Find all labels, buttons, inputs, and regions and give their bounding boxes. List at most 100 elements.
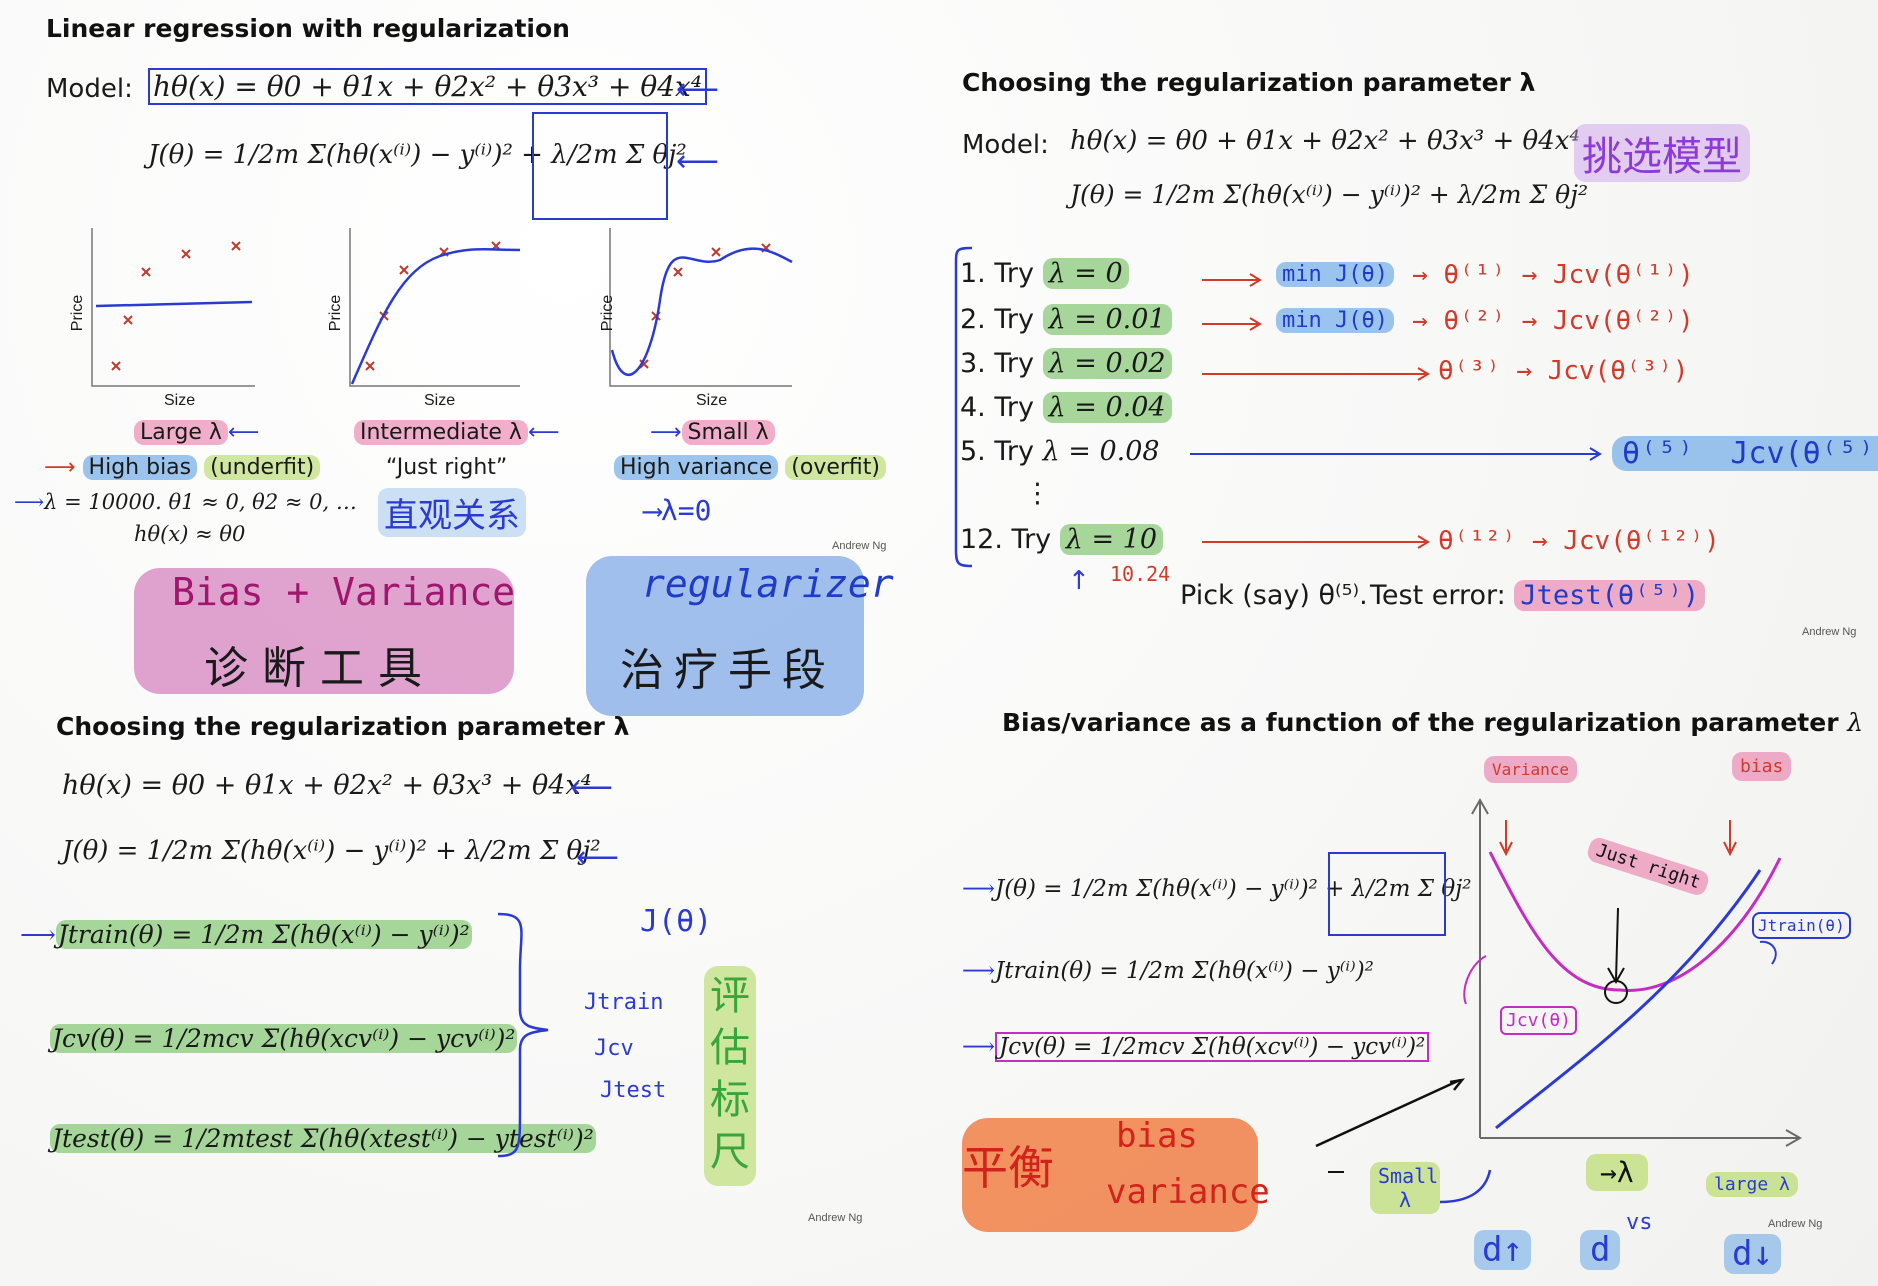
q2-theta-1: → θ⁽¹⁾ → Jcv(θ⁽¹⁾)	[1412, 260, 1694, 290]
q2-try-num: 1.	[960, 258, 986, 289]
q2-try-word: Try	[994, 304, 1034, 335]
q2-try-lambda: λ = 0.08	[1042, 436, 1160, 467]
q1-model-box: hθ(x) = θ0 + θ1x + θ2x² + θ3x³ + θ4x⁴	[148, 68, 708, 105]
q2-try-num: 12.	[960, 524, 1003, 555]
q2-try-row-4: 4. Try λ = 0.04	[960, 392, 1172, 423]
q3-jtest-note: Jtest	[600, 1078, 667, 1103]
q2-min-j-2: min J(θ)	[1276, 308, 1394, 333]
q3-jcv-note: Jcv	[594, 1036, 634, 1061]
d-mid-tag: d	[1580, 1230, 1621, 1270]
q2-theta-text: θ⁽⁵⁾	[1622, 436, 1695, 471]
q4-credit: Andrew Ng	[1768, 1218, 1823, 1230]
pick-model-note: 挑选模型	[1574, 124, 1750, 182]
q2-theta-text: θ⁽³⁾	[1438, 356, 1501, 386]
d-down-tag: d↓	[1724, 1234, 1781, 1274]
q2-up-arrow: ↑	[1068, 566, 1090, 596]
q4-cost-text: J(θ) = 1/2m Σ(hθ(x⁽ⁱ⁾) − y⁽ⁱ⁾)² + λ/2m Σ…	[994, 876, 1472, 902]
small-lambda-tag: Small λ	[1370, 1162, 1440, 1214]
q1-cost-arrow: ⟵	[676, 144, 720, 179]
mid-lambda-text: λ	[1616, 1156, 1634, 1189]
q2-test-error-label: Test error:	[1370, 580, 1506, 611]
q4-optimum-marker	[1604, 980, 1628, 1004]
q2-left-bracket	[954, 246, 973, 568]
q2-model-formula: hθ(x) = θ0 + θ1x + θ2x² + θ3x³ + θ4x⁴	[1070, 126, 1580, 156]
q3-title: Choosing the regularization parameter λ	[56, 712, 630, 741]
vs-tag: vs	[1626, 1210, 1653, 1235]
large-lambda-tag: large λ	[1706, 1172, 1798, 1197]
q1-h-approx: hθ(x) ≈ θ0	[134, 522, 246, 546]
q2-arrows	[1190, 273, 1602, 549]
balance-variance: variance	[1106, 1172, 1270, 1212]
variance-tag: Variance	[1484, 756, 1578, 783]
balance-note: 平衡	[962, 1141, 1054, 1195]
q1-model-label: Model:	[46, 74, 133, 104]
q2-try-word: Try	[1011, 524, 1052, 555]
q2-vertical-dots: ⋮	[1024, 478, 1051, 509]
bias-variance-note-bg	[134, 568, 514, 694]
q3-right-brace	[497, 912, 549, 1158]
q2-try-num: 2.	[960, 304, 986, 335]
q3-jcv-text: Jcv(θ) = 1/2mcv Σ(hθ(xcv⁽ⁱ⁾) − ycv⁽ⁱ⁾)²	[50, 1024, 518, 1053]
q1-lambda-zero-note: ⟶λ=0	[644, 494, 712, 527]
q4-title-text: Bias/variance as a function of the regul…	[1002, 708, 1839, 737]
q4-jcv-text: Jcv(θ) = 1/2mcv Σ(hθ(xcv⁽ⁱ⁾) − ycv⁽ⁱ⁾)²	[994, 1032, 1430, 1062]
q1-plot1-xlabel: Size	[164, 392, 196, 409]
q2-try-lambda: λ = 0	[1042, 258, 1129, 289]
q3-jtest: Jtest(θ) = 1/2mtest Σ(hθ(xtest⁽ⁱ⁾) − yte…	[50, 1124, 596, 1153]
q3-j-note: J(θ)	[640, 904, 713, 939]
q1-high-variance: High variance (overfit)	[614, 455, 886, 480]
q3-jtrain: ⟶Jtrain(θ) = 1/2m Σ(hθ(x⁽ⁱ⁾) − y⁽ⁱ⁾)²	[20, 920, 472, 949]
q1-lambda-zero-text: λ=0	[660, 494, 712, 527]
q2-min-j-1: min J(θ)	[1276, 262, 1394, 287]
q2-theta-3: θ⁽³⁾ → Jcv(θ⁽³⁾)	[1438, 356, 1689, 386]
q2-theta-text: θ⁽¹²⁾	[1438, 526, 1517, 556]
q1-plot2-xlabel: Size	[424, 392, 456, 409]
q3-model-formula: hθ(x) = θ0 + θ1x + θ2x² + θ3x³ + θ4x⁴	[62, 770, 592, 801]
q2-try-word: Try	[994, 436, 1034, 467]
q2-try-num: 5.	[960, 436, 986, 467]
bias-variance-note: Bias + Variance	[172, 570, 516, 614]
q1-fit-plots	[91, 228, 793, 387]
balance-note-bg	[962, 1118, 1258, 1232]
q1-cost-text: J(θ) = 1/2m Σ(hθ(x⁽ⁱ⁾) − y⁽ⁱ⁾)² + λ/2m Σ…	[148, 140, 687, 170]
q3-credit: Andrew Ng	[808, 1212, 863, 1224]
d-up-tag: d↑	[1474, 1230, 1531, 1270]
q2-try-row-2: 2. Try λ = 0.01	[960, 304, 1172, 335]
q3-jtrain-text: Jtrain(θ) = 1/2m Σ(hθ(x⁽ⁱ⁾) − y⁽ⁱ⁾)²	[55, 920, 472, 949]
q2-theta-12: θ⁽¹²⁾ → Jcv(θ⁽¹²⁾)	[1438, 526, 1720, 556]
q1-high-bias: ⟶ High bias (underfit)	[44, 455, 321, 480]
q2-pick: Pick (say) θ⁽⁵⁾.	[1180, 580, 1368, 611]
q2-jcv-text: Jcv(θ⁽¹⁾)	[1552, 260, 1694, 290]
q1-regularizer-box	[532, 112, 668, 220]
q2-try-row-1: 1. Try λ = 0	[960, 258, 1129, 289]
q4-bias-variance-graph	[1315, 797, 1803, 1204]
q2-try-lambda: λ = 0.02	[1042, 348, 1172, 379]
q1-credit: Andrew Ng	[832, 540, 887, 552]
q4-regularizer-box	[1328, 852, 1446, 936]
q2-theta-5: θ⁽⁵⁾ Jcv(θ⁽⁵⁾)	[1612, 436, 1878, 471]
q4-jcv-curve	[1488, 851, 1782, 992]
q2-min-j-text: min J(θ)	[1276, 308, 1394, 333]
q2-jcv-text: Jcv(θ⁽²⁾)	[1552, 306, 1694, 336]
q1-cost-formula: J(θ) = 1/2m Σ(hθ(x⁽ⁱ⁾) − y⁽ⁱ⁾)² + λ/2m Σ…	[148, 140, 687, 170]
q2-note-1024: 10.24	[1110, 562, 1171, 586]
q1-small-lambda: ⟶Small λ	[650, 420, 775, 445]
q3-jtrain-note: Jtrain	[584, 990, 664, 1015]
q2-jcv-text: Jcv(θ⁽³⁾)	[1547, 356, 1689, 386]
q2-theta-2: → θ⁽²⁾ → Jcv(θ⁽²⁾)	[1412, 306, 1694, 336]
q2-theta-text: θ⁽¹⁾	[1443, 260, 1506, 290]
q1-model-formula: hθ(x) = θ0 + θ1x + θ2x² + θ3x³ + θ4x⁴	[148, 68, 708, 105]
q1-plot3-ylabel: Price	[599, 294, 617, 332]
bias-tag: bias	[1732, 752, 1792, 781]
q2-try-row-5: 5. Try λ = 0.08	[960, 436, 1160, 467]
q3-jtest-text: Jtest(θ) = 1/2mtest Σ(hθ(xtest⁽ⁱ⁾) − yte…	[50, 1124, 596, 1153]
q4-title-lambda: λ	[1847, 708, 1864, 737]
q1-lambda-example-text: λ = 10000. θ1 ≈ 0, θ2 ≈ 0, …	[44, 490, 357, 514]
mid-lambda-tag: →λ	[1586, 1154, 1648, 1191]
q1-large-lambda-text: Large λ	[134, 420, 228, 445]
q1-fit-curves	[95, 247, 793, 385]
q4-jtrain: ⟶Jtrain(θ) = 1/2m Σ(hθ(x⁽ⁱ⁾) − y⁽ⁱ⁾)²	[962, 958, 1374, 984]
q1-overfit-text: (overfit)	[785, 455, 886, 480]
q2-try-word: Try	[994, 258, 1034, 289]
q4-cost-formula: ⟶J(θ) = 1/2m Σ(hθ(x⁽ⁱ⁾) − y⁽ⁱ⁾)² + λ/2m …	[962, 876, 1472, 902]
